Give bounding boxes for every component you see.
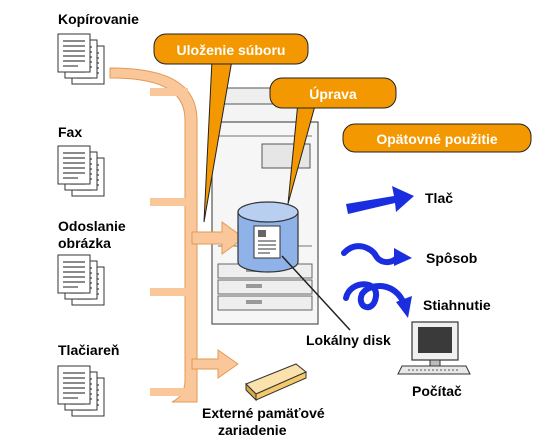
source-label-printer: Tlačiareň [58, 342, 119, 358]
output-label-method: Spôsob [426, 250, 477, 266]
callout-edit: Úprava [269, 77, 397, 205]
computer-label: Počítač [412, 383, 462, 399]
callout-edit-label: Úprava [309, 85, 357, 102]
source-label-fax: Fax [58, 124, 82, 140]
callout-save: Uloženie súboru [153, 33, 309, 223]
external-label-1: Externé pamäťové [202, 405, 325, 421]
usb-memory-icon [245, 363, 307, 402]
computer-icon [397, 321, 471, 375]
external-label-2: zariadenie [218, 422, 287, 438]
local-disk-label: Lokálny disk [306, 332, 391, 348]
callout-reuse: Opätovné použitie [342, 123, 532, 153]
output-label-download: Stiahnutie [423, 297, 491, 313]
printer-docs-icon [58, 366, 104, 416]
download-arrow-icon [343, 281, 412, 318]
source-label-send-1: Odoslanie [58, 218, 126, 234]
copy-docs-icon [58, 34, 104, 84]
callout-reuse-label: Opätovné použitie [376, 131, 498, 147]
method-arrow-icon [341, 243, 412, 266]
input-flow-arrow [109, 67, 245, 403]
local-disk-icon [237, 201, 299, 273]
fax-docs-icon [58, 146, 104, 196]
output-label-print: Tlač [425, 190, 453, 206]
send-docs-icon [58, 255, 104, 305]
callout-save-label: Uloženie súboru [177, 42, 286, 58]
source-label-copy: Kopírovanie [58, 11, 139, 27]
source-label-send-2: obrázka [58, 235, 111, 251]
local-disk-pointer [281, 255, 351, 331]
print-arrow-icon [346, 186, 414, 214]
